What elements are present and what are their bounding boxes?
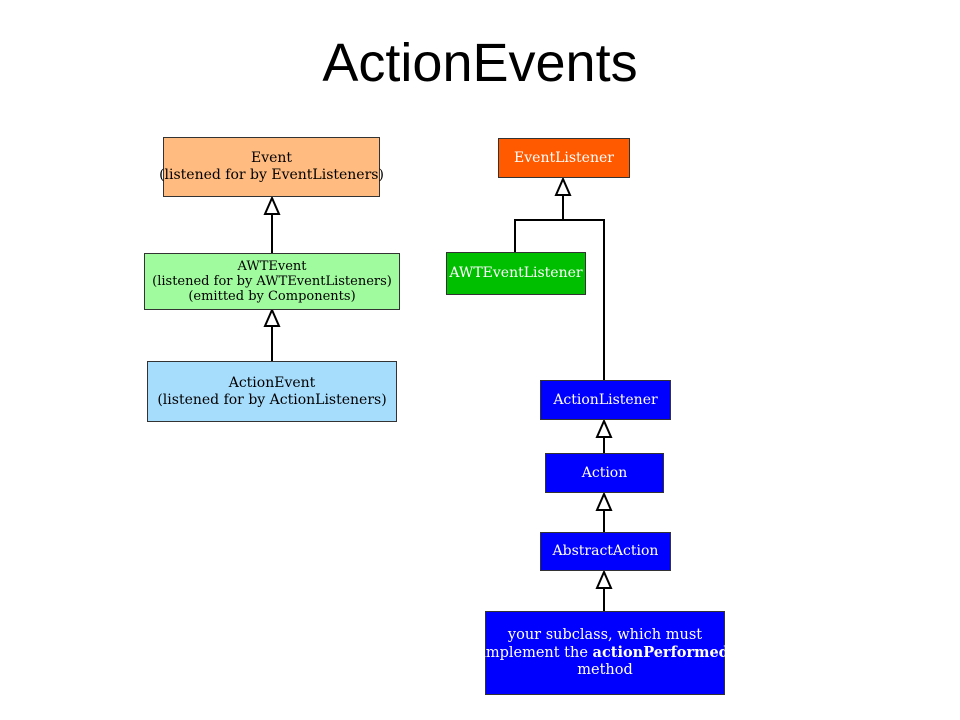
abstractaction-class-name: AbstractAction [552, 543, 659, 560]
eventlistener-interface-name: EventListener [514, 149, 614, 166]
inherit-arrow-awtevent [263, 307, 281, 327]
subclass-method-name: actionPerformed [592, 643, 729, 661]
awteventlistener-interface-box: AWTEventListener [446, 252, 586, 295]
inherit-arrow-eventlistener [554, 176, 572, 196]
inherit-arrow-event [263, 195, 281, 215]
event-class-note: (listened for by EventListeners) [159, 167, 384, 183]
abstractaction-class-box: AbstractAction [540, 532, 671, 571]
subclass-line2: implement the actionPerformed [481, 644, 729, 662]
subclass-line1: your subclass, which must [507, 626, 703, 643]
actionevent-class-note: (listened for by ActionListeners) [157, 391, 387, 408]
awtevent-class-box: AWTEvent (listened for by AWTEventListen… [144, 253, 400, 310]
event-class-name: Event [250, 150, 293, 167]
actionevent-class-name: ActionEvent [228, 374, 316, 391]
event-class-box: Event (listened for by EventListeners) [159, 137, 384, 197]
inherit-arrow-abstractaction [595, 569, 613, 589]
inherit-arrow-action [595, 491, 613, 511]
action-interface-name: Action [581, 464, 628, 481]
action-interface-box: Action [545, 453, 664, 493]
awtevent-class-note: (listened for by AWTEventListeners) [152, 273, 392, 289]
awtevent-class-name: AWTEvent [237, 258, 307, 274]
user-subclass-box: your subclass, which must implement the … [481, 611, 729, 695]
actionlistener-interface-box: ActionListener [540, 380, 671, 420]
inherit-arrow-actionlistener [595, 418, 613, 438]
eventlistener-interface-box: EventListener [498, 138, 630, 178]
actionlistener-interface-name: ActionListener [553, 391, 658, 408]
connector-awteventlistener-to-eventlistener [514, 219, 563, 252]
slide-title: ActionEvents [322, 33, 638, 93]
connector-actionlistener-to-eventlistener [563, 219, 605, 380]
subclass-line2-prefix: implement the [481, 644, 593, 661]
actionevent-class-box: ActionEvent (listened for by ActionListe… [147, 361, 397, 422]
subclass-line3: method [577, 662, 633, 679]
awteventlistener-interface-name: AWTEventListener [449, 265, 583, 282]
awtevent-class-note2: (emitted by Components) [188, 289, 356, 305]
